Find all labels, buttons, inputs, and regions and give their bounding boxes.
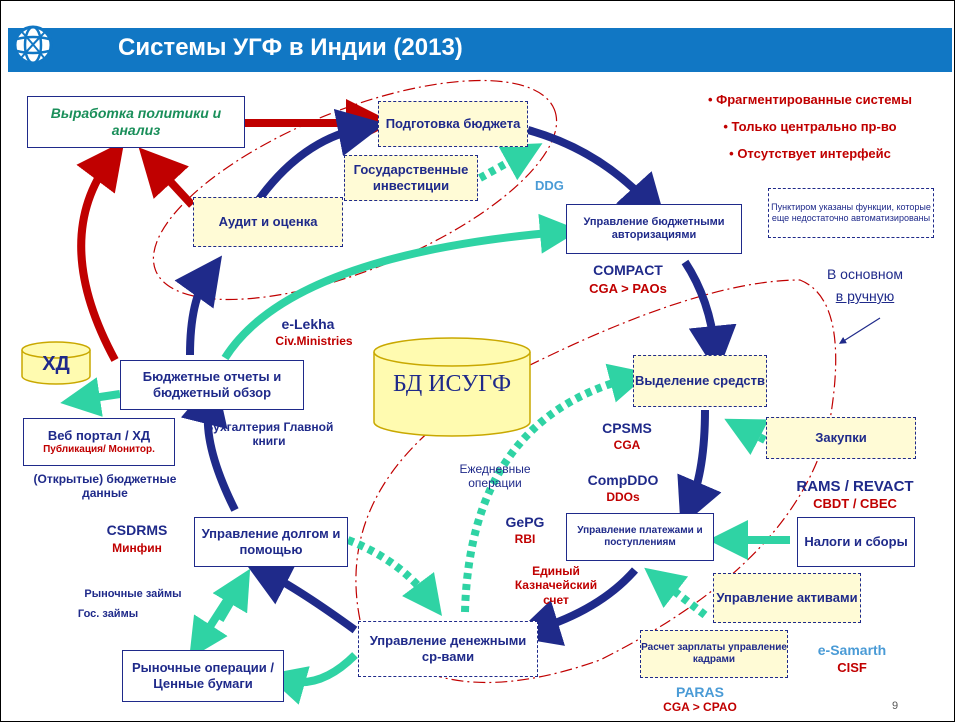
bullet-central-only: • Только центрально пр-во — [723, 119, 897, 134]
budget-reports-box: Бюджетные отчеты и бюджетный обзор — [120, 360, 304, 410]
automation-note: Пунктиром указаны функции, которые еще н… — [768, 188, 934, 238]
compact-sub-label: CGA > PAOs — [589, 281, 667, 296]
elekha-label: e-Lekha — [281, 316, 335, 332]
compddo-label: CompDDO — [587, 472, 659, 488]
ifmis-database-label: БД ИСУГФ — [392, 371, 512, 397]
debt-aid-management-box: Управление долгом и помощью — [194, 517, 348, 567]
cpsms-sub-label: CGA — [613, 438, 641, 452]
bullet-fragmented: • Фрагментированные системы — [707, 92, 913, 107]
general-ledger-label: Бухгалтерия Главной книги — [204, 420, 334, 449]
ifmis-database-cylinder — [373, 337, 531, 437]
slide-title: Системы УГФ в Индии (2013) — [118, 34, 463, 61]
paras-sub-label: CGA > CPAO — [663, 700, 737, 714]
market-loans-label: Рыночные займы — [84, 588, 182, 600]
gepg-label: GePG — [505, 514, 545, 530]
ddg-label: DDG — [535, 178, 564, 193]
budget-preparation-box: Подготовка бюджета — [378, 101, 528, 147]
paras-label: PARAS — [676, 684, 724, 700]
compddo-sub-label: DDOs — [606, 490, 640, 504]
public-investment-box: Государственные инвестиции — [344, 155, 478, 201]
compact-label: COMPACT — [593, 262, 663, 278]
rams-sub-label: CBDT / CBEC — [813, 496, 897, 511]
single-treasury-account-label: Единый Казначейский счет — [514, 564, 598, 607]
gov-loans-label: Гос. займы — [77, 608, 139, 620]
manual-note-line2: в ручную — [835, 288, 895, 304]
policy-analysis-box: Выработка политики и анализ — [27, 96, 245, 148]
page-number: 9 — [892, 700, 899, 712]
lower-dashed-ellipse — [355, 279, 837, 684]
esamarth-sub-label: CISF — [837, 660, 867, 675]
gepg-sub-label: RBI — [514, 532, 536, 546]
manual-note-line1: В основном — [826, 266, 904, 282]
payroll-hr-box: Расчет зарплаты управление кадрами — [640, 630, 788, 678]
data-warehouse-cylinder — [21, 341, 91, 385]
open-budget-data-label: (Открытые) бюджетные данные — [33, 472, 177, 501]
data-warehouse-label: ХД — [42, 353, 70, 375]
web-portal-title: Веб портал / ХД — [47, 428, 151, 444]
csdrms-label: CSDRMS — [106, 522, 168, 538]
bullet-no-interface: • Отсутствует интерфейс — [729, 146, 891, 161]
payments-receipts-box: Управление платежами и поступлениям — [566, 513, 714, 561]
elekha-sub-label: Civ.Ministries — [275, 334, 353, 348]
daily-operations-label: Ежедневные операции — [459, 462, 531, 491]
market-operations-box: Рыночные операции / Ценные бумаги — [122, 650, 284, 702]
taxes-fees-box: Налоги и сборы — [797, 517, 915, 567]
fund-allocation-box: Выделение средств — [633, 355, 767, 407]
cash-management-box: Управление денежными ср-вами — [358, 621, 538, 677]
title-bar — [8, 28, 952, 72]
web-portal-subtitle: Публикация/ Монитор. — [43, 443, 155, 455]
budget-authorization-box: Управление бюджетными авторизациями — [566, 204, 742, 254]
procurement-box: Закупки — [766, 417, 916, 459]
audit-evaluation-box: Аудит и оценка — [193, 197, 343, 247]
asset-management-box: Управление активами — [713, 573, 861, 623]
esamarth-label: e-Samarth — [817, 642, 887, 658]
world-bank-globe-icon — [13, 25, 53, 65]
rams-label: RAMS / REVACT — [796, 478, 914, 495]
cpsms-label: CPSMS — [602, 420, 652, 436]
csdrms-sub-label: Минфин — [112, 541, 162, 555]
web-portal-box: Веб портал / ХД Публикация/ Монитор. — [23, 418, 175, 466]
